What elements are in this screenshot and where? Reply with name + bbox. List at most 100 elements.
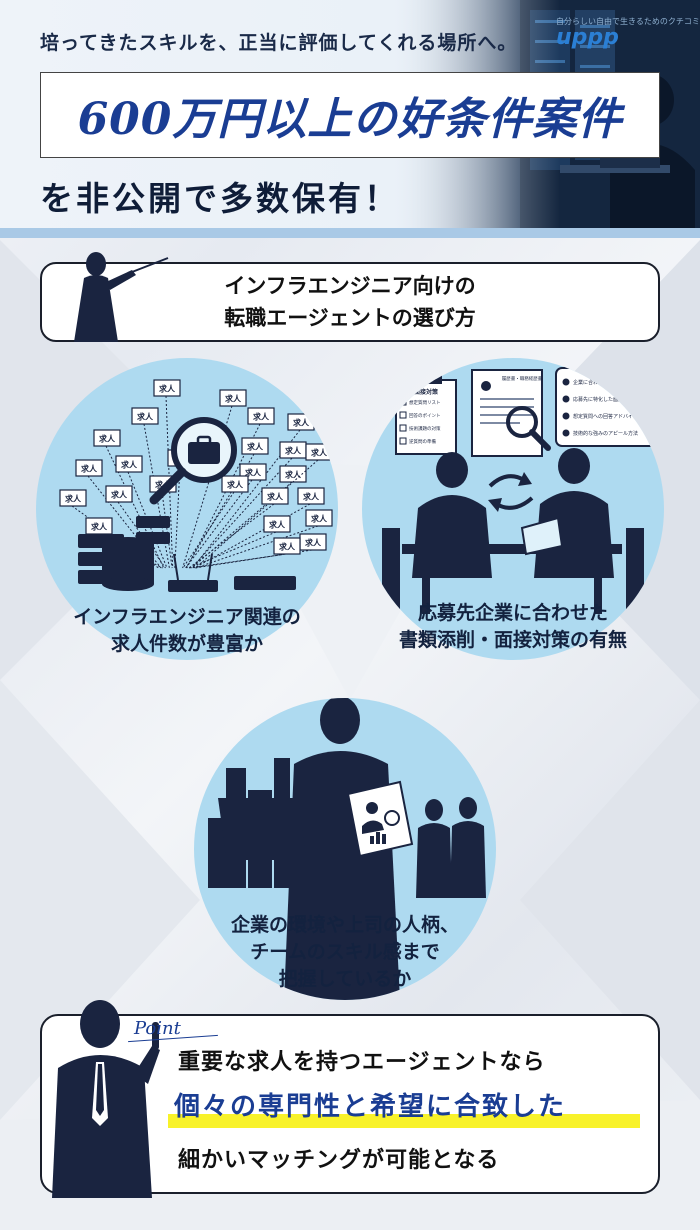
tag-connector	[195, 459, 319, 569]
point-line-1: 重要な求人を持つエージェントなら	[178, 1050, 546, 1075]
job-tag: 求人	[93, 429, 121, 447]
job-tag: 求人	[85, 517, 113, 535]
svg-text:面接対策: 面接対策	[414, 388, 438, 396]
hero-banner: 培ってきたスキルを、正当に評価してくれる場所へ。 自分らしい自由で生きるためのク…	[0, 0, 700, 238]
subheadline: を非公開で多数保有！	[40, 179, 400, 218]
section-title-line2: 転職エージェントの選び方	[224, 306, 476, 330]
svg-text:求人: 求人	[81, 464, 98, 474]
job-tag: 求人	[219, 389, 247, 407]
svg-text:求人: 求人	[137, 412, 154, 422]
tag-connector	[182, 491, 235, 569]
checklist-item: 想定質問リスト	[409, 399, 441, 406]
svg-text:求人: 求人	[247, 442, 264, 452]
point-line-2: 個々の専門性と希望に合致した	[174, 1092, 567, 1122]
svg-text:求人: 求人	[91, 522, 108, 532]
tag-connector	[186, 423, 261, 569]
headline: 600万円以上の好条件案件	[77, 94, 623, 145]
check-icon	[562, 395, 570, 403]
tag-connector	[174, 465, 181, 569]
section-title-line1: インフラエンジニア向けの	[224, 274, 476, 298]
job-tag: 求人	[221, 475, 249, 493]
job-tag: 求人	[287, 413, 315, 431]
job-tag: 求人	[105, 485, 133, 503]
checkbox-icon	[399, 411, 407, 419]
tag-connector	[105, 445, 165, 569]
job-tags-illustration: 求人求人求人求人求人求人求人求人求人求人求人求人求人求人求人求人求人求人求人求人…	[59, 379, 333, 592]
checklist-item: 応募先に特化した面接対策	[573, 396, 633, 403]
logo-subtitle: 自分らしい自由で生きるためのクチコミ	[556, 17, 700, 26]
check-icon	[562, 378, 570, 386]
point-2-caption: 応募先企業に合わせた 書類添削・面接対策の有無	[398, 602, 627, 651]
tag-connector	[188, 503, 275, 569]
job-tag: 求人	[297, 487, 325, 505]
svg-text:求人: 求人	[311, 448, 328, 458]
svg-text:履歴書・職務経歴書: 履歴書・職務経歴書	[502, 375, 543, 382]
agent-illustration	[208, 698, 486, 1000]
checklist-item: 逆質問の準備	[409, 438, 436, 445]
checklist-item: 回答のポイント	[409, 412, 441, 419]
svg-text:求人: 求人	[227, 480, 244, 490]
point-line-3: 細かいマッチングが可能となる	[178, 1148, 500, 1173]
job-tag: 求人	[75, 459, 103, 477]
logo-text: uppp	[556, 25, 619, 50]
profile-document-icon	[346, 780, 414, 858]
tag-connector	[165, 395, 174, 569]
point-3-caption: 企業の環境や上司の人柄、 チームのスキル感まで 把握しているか	[230, 914, 459, 990]
headline-box: 600万円以上の好条件案件	[40, 72, 660, 158]
svg-text:求人: 求人	[121, 460, 138, 470]
job-tag: 求人	[153, 379, 181, 397]
check-icon	[562, 412, 570, 420]
svg-text:求人: 求人	[285, 446, 302, 456]
job-tag: 求人	[59, 489, 87, 507]
svg-text:求人: 求人	[245, 468, 262, 478]
logo[interactable]: 自分らしい自由で生きるためのクチコミ uppp	[556, 16, 700, 50]
svg-text:求人: 求人	[159, 384, 176, 394]
svg-text:求人: 求人	[279, 542, 296, 552]
svg-text:求人: 求人	[111, 490, 128, 500]
tag-connector	[190, 553, 287, 569]
tag-connector	[191, 457, 293, 569]
job-tag: 求人	[261, 487, 289, 505]
job-tag: 求人	[305, 443, 333, 461]
circle-document-support: 面接対策 想定質問リスト回答のポイント技術課題の対策逆質問の準備 履歴書・職務経…	[362, 358, 664, 660]
job-tag: 求人	[299, 533, 327, 551]
checkbox-icon	[399, 437, 407, 445]
tagline: 培ってきたスキルを、正当に評価してくれる場所へ。	[40, 32, 518, 54]
svg-text:求人: 求人	[99, 434, 116, 444]
checklist-item: 技術課題の対策	[409, 425, 441, 432]
checkbox-icon	[399, 424, 407, 432]
resume-document: 履歴書・職務経歴書	[471, 369, 551, 457]
presenter-woman-icon	[74, 252, 169, 342]
circle-job-count: 求人求人求人求人求人求人求人求人求人求人求人求人求人求人求人求人求人求人求人求人…	[36, 358, 338, 660]
job-tag: 求人	[241, 437, 269, 455]
checklist-item: 企業に合わせた書類添削	[573, 379, 628, 386]
svg-text:求人: 求人	[303, 492, 320, 502]
businessman-pointing-icon	[52, 1000, 160, 1198]
svg-text:求人: 求人	[269, 520, 286, 530]
checklist-item: 技術的な強みのアピール方法	[573, 430, 638, 437]
tag-connector	[161, 491, 173, 569]
job-tag: 求人	[131, 407, 159, 425]
exchange-arrows-icon	[488, 472, 534, 512]
svg-text:求人: 求人	[311, 514, 328, 524]
interview-people	[382, 448, 644, 618]
svg-text:求人: 求人	[267, 492, 284, 502]
job-tag: 求人	[305, 509, 333, 527]
tag-connector	[127, 471, 168, 569]
highlight-marker	[168, 1114, 640, 1128]
job-tag: 求人	[115, 455, 143, 473]
svg-text:求人: 求人	[293, 418, 310, 428]
job-tag: 求人	[263, 515, 291, 533]
svg-text:求人: 求人	[65, 494, 82, 504]
svg-text:求人: 求人	[305, 538, 322, 548]
circle-company-insight	[194, 698, 496, 1000]
tag-connector	[195, 525, 319, 569]
search-briefcase-icon	[149, 417, 237, 505]
svg-text:求人: 求人	[285, 470, 302, 480]
checklist-item: 想定質問への回答アドバイス	[573, 413, 638, 420]
support-checklist: 企業に合わせた書類添削応募先に特化した面接対策想定質問への回答アドバイス技術的な…	[555, 367, 661, 447]
job-tag: 求人	[247, 407, 275, 425]
check-icon	[562, 429, 570, 437]
